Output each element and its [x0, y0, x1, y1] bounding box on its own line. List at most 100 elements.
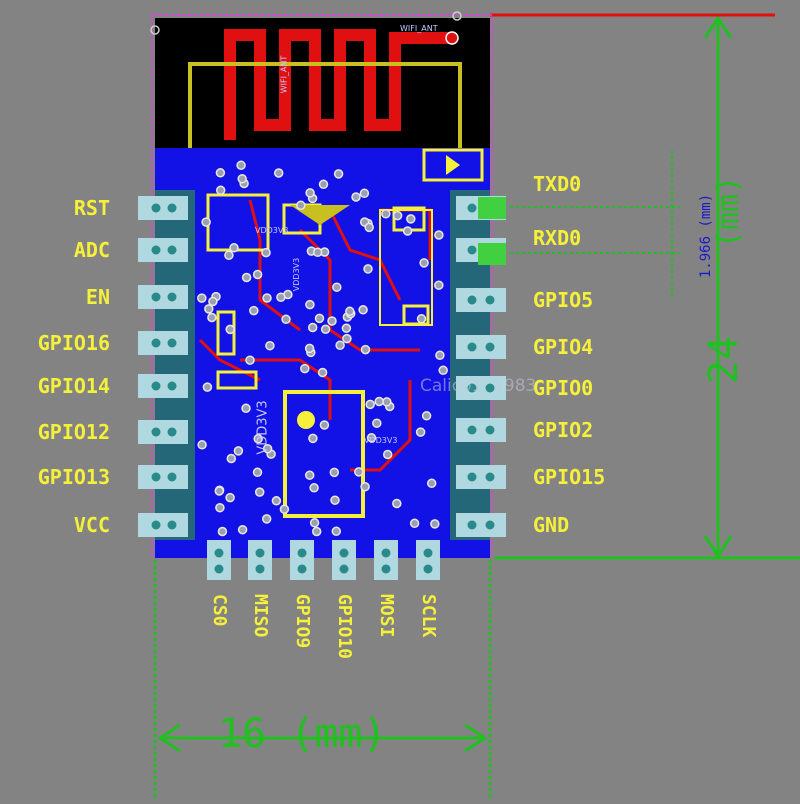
via — [372, 418, 382, 428]
via — [345, 306, 355, 317]
via — [363, 264, 373, 274]
via — [392, 498, 402, 509]
via — [241, 272, 252, 283]
pin-label-rst: RST — [73, 196, 110, 220]
height-dimension-label: 24 — [701, 335, 748, 385]
pad-cs0 — [207, 540, 231, 580]
via — [307, 322, 318, 333]
pin-label-gpio12: GPIO12 — [37, 420, 110, 444]
via — [305, 188, 315, 198]
pin-label-gpio0: GPIO0 — [533, 376, 594, 400]
via — [273, 168, 284, 178]
shield-triangle — [290, 205, 350, 225]
net-label-2: VDD3V3 — [292, 257, 302, 292]
via — [300, 363, 310, 374]
via — [225, 492, 235, 503]
pin-label-adc: ADC — [73, 238, 110, 262]
via — [319, 420, 330, 430]
pad-mosi — [374, 540, 398, 580]
pad-gnd — [456, 513, 506, 537]
via — [309, 483, 319, 493]
via — [202, 382, 213, 392]
pin-label-gpio14: GPIO14 — [37, 374, 110, 398]
via-holes — [197, 160, 448, 537]
height-dimension-unit: (mm) — [711, 175, 747, 249]
via — [265, 340, 275, 351]
pin-label-gpio9: GPIO9 — [292, 594, 313, 649]
via — [434, 230, 444, 240]
via — [208, 296, 218, 307]
pad-gpio5 — [456, 288, 506, 312]
left-pads — [138, 196, 188, 537]
via — [236, 160, 246, 171]
pin-label-gpio10: GPIO10 — [334, 594, 355, 660]
pin-label-txd0: TXD0 — [533, 172, 582, 196]
watermark: Calico1, 1983 — [420, 376, 537, 396]
net-label-4: VDD3V3 — [255, 400, 271, 455]
via — [281, 314, 291, 325]
via — [421, 411, 432, 421]
via — [382, 397, 392, 407]
net-label-1: VDD3V3 — [255, 226, 289, 235]
pad-sclk — [416, 540, 440, 580]
pin-label-gpio13: GPIO13 — [37, 465, 110, 489]
pitch-dimension-label: 1.966 (mm) — [698, 193, 715, 279]
txd0-highlight — [478, 197, 506, 219]
via — [332, 282, 342, 292]
via — [252, 467, 263, 478]
pin-label-gpio5: GPIO5 — [533, 288, 594, 312]
via — [304, 343, 315, 354]
via — [331, 526, 342, 537]
via — [382, 449, 393, 460]
via — [409, 518, 420, 529]
component-box-4 — [216, 310, 236, 356]
net-label-3: VDD3V3 — [364, 436, 398, 445]
via — [415, 427, 426, 437]
via — [197, 440, 207, 450]
via — [204, 304, 214, 314]
dimension-lines — [153, 15, 800, 800]
fiducial-top-right — [452, 11, 462, 21]
pad-gpio10 — [332, 540, 356, 580]
via — [320, 324, 331, 335]
pad-gpio13 — [138, 465, 188, 489]
fiducial-top-left — [150, 25, 160, 35]
via — [217, 526, 228, 537]
via — [215, 185, 226, 196]
via — [317, 367, 328, 378]
via — [237, 524, 248, 535]
via — [296, 200, 306, 211]
via — [358, 305, 368, 315]
via — [360, 344, 371, 355]
pad-gpio15 — [456, 465, 506, 489]
via — [314, 313, 325, 324]
via — [254, 487, 265, 497]
via — [308, 433, 318, 444]
via — [279, 504, 290, 514]
pin-label-en: EN — [85, 285, 110, 309]
width-dimension-label: 16 (mm) — [218, 711, 387, 757]
via — [430, 519, 440, 529]
pad-gpio12 — [138, 420, 188, 444]
via — [327, 316, 337, 326]
via — [416, 314, 427, 324]
via — [354, 467, 364, 477]
via — [262, 443, 273, 454]
pin-label-gpio4: GPIO4 — [533, 335, 594, 359]
height-dim-arrow-top — [703, 15, 733, 39]
via — [359, 188, 370, 199]
via — [201, 217, 211, 227]
via — [207, 312, 217, 323]
via — [318, 179, 329, 190]
pin-label-gnd: GND — [533, 513, 570, 537]
pad-gpio2 — [456, 418, 506, 442]
via — [225, 324, 235, 335]
via — [241, 403, 251, 414]
via — [305, 299, 315, 310]
via — [304, 470, 315, 480]
via — [312, 247, 323, 258]
via — [214, 486, 225, 496]
pad-gpio16 — [138, 331, 188, 355]
component-box-6 — [402, 304, 430, 326]
